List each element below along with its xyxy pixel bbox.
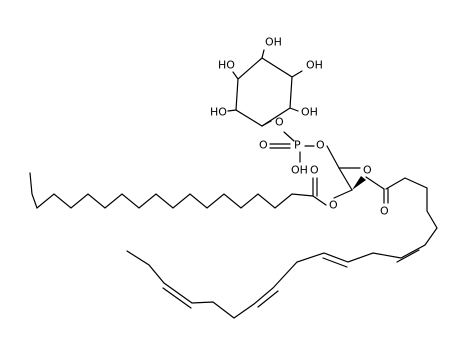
oxygen-ester-sn1: O (329, 199, 338, 212)
oxygen-carbonyl-sn1: O (310, 164, 319, 177)
hydroxyl-phosphate: OH (291, 164, 308, 177)
oxygen-ester-sn2: O (363, 164, 372, 177)
hydroxyl-lower-left: HO (210, 106, 227, 119)
oxygen-glycerol-link: O (316, 139, 325, 152)
atom-labels: OH HO OH HO OH O P O O OH O O O O (210, 36, 389, 218)
hydroxyl-lower-right: OH (301, 106, 318, 119)
oxygen-phosphoryl: O (259, 139, 268, 152)
hydroxyl-top: OH (265, 36, 282, 49)
arachidonoyl-chain (126, 177, 438, 319)
hydroxyl-upper-left: HO (218, 59, 235, 72)
stereo-wedge (352, 176, 366, 190)
oxygen-carbonyl-sn2: O (380, 205, 389, 218)
palmitoyl-chain (29, 172, 314, 210)
phosphorus-atom: P (294, 139, 301, 152)
hydroxyl-upper-right: OH (306, 59, 323, 72)
bond-skeleton (29, 49, 438, 319)
oxygen-ring-link: O (275, 116, 284, 129)
